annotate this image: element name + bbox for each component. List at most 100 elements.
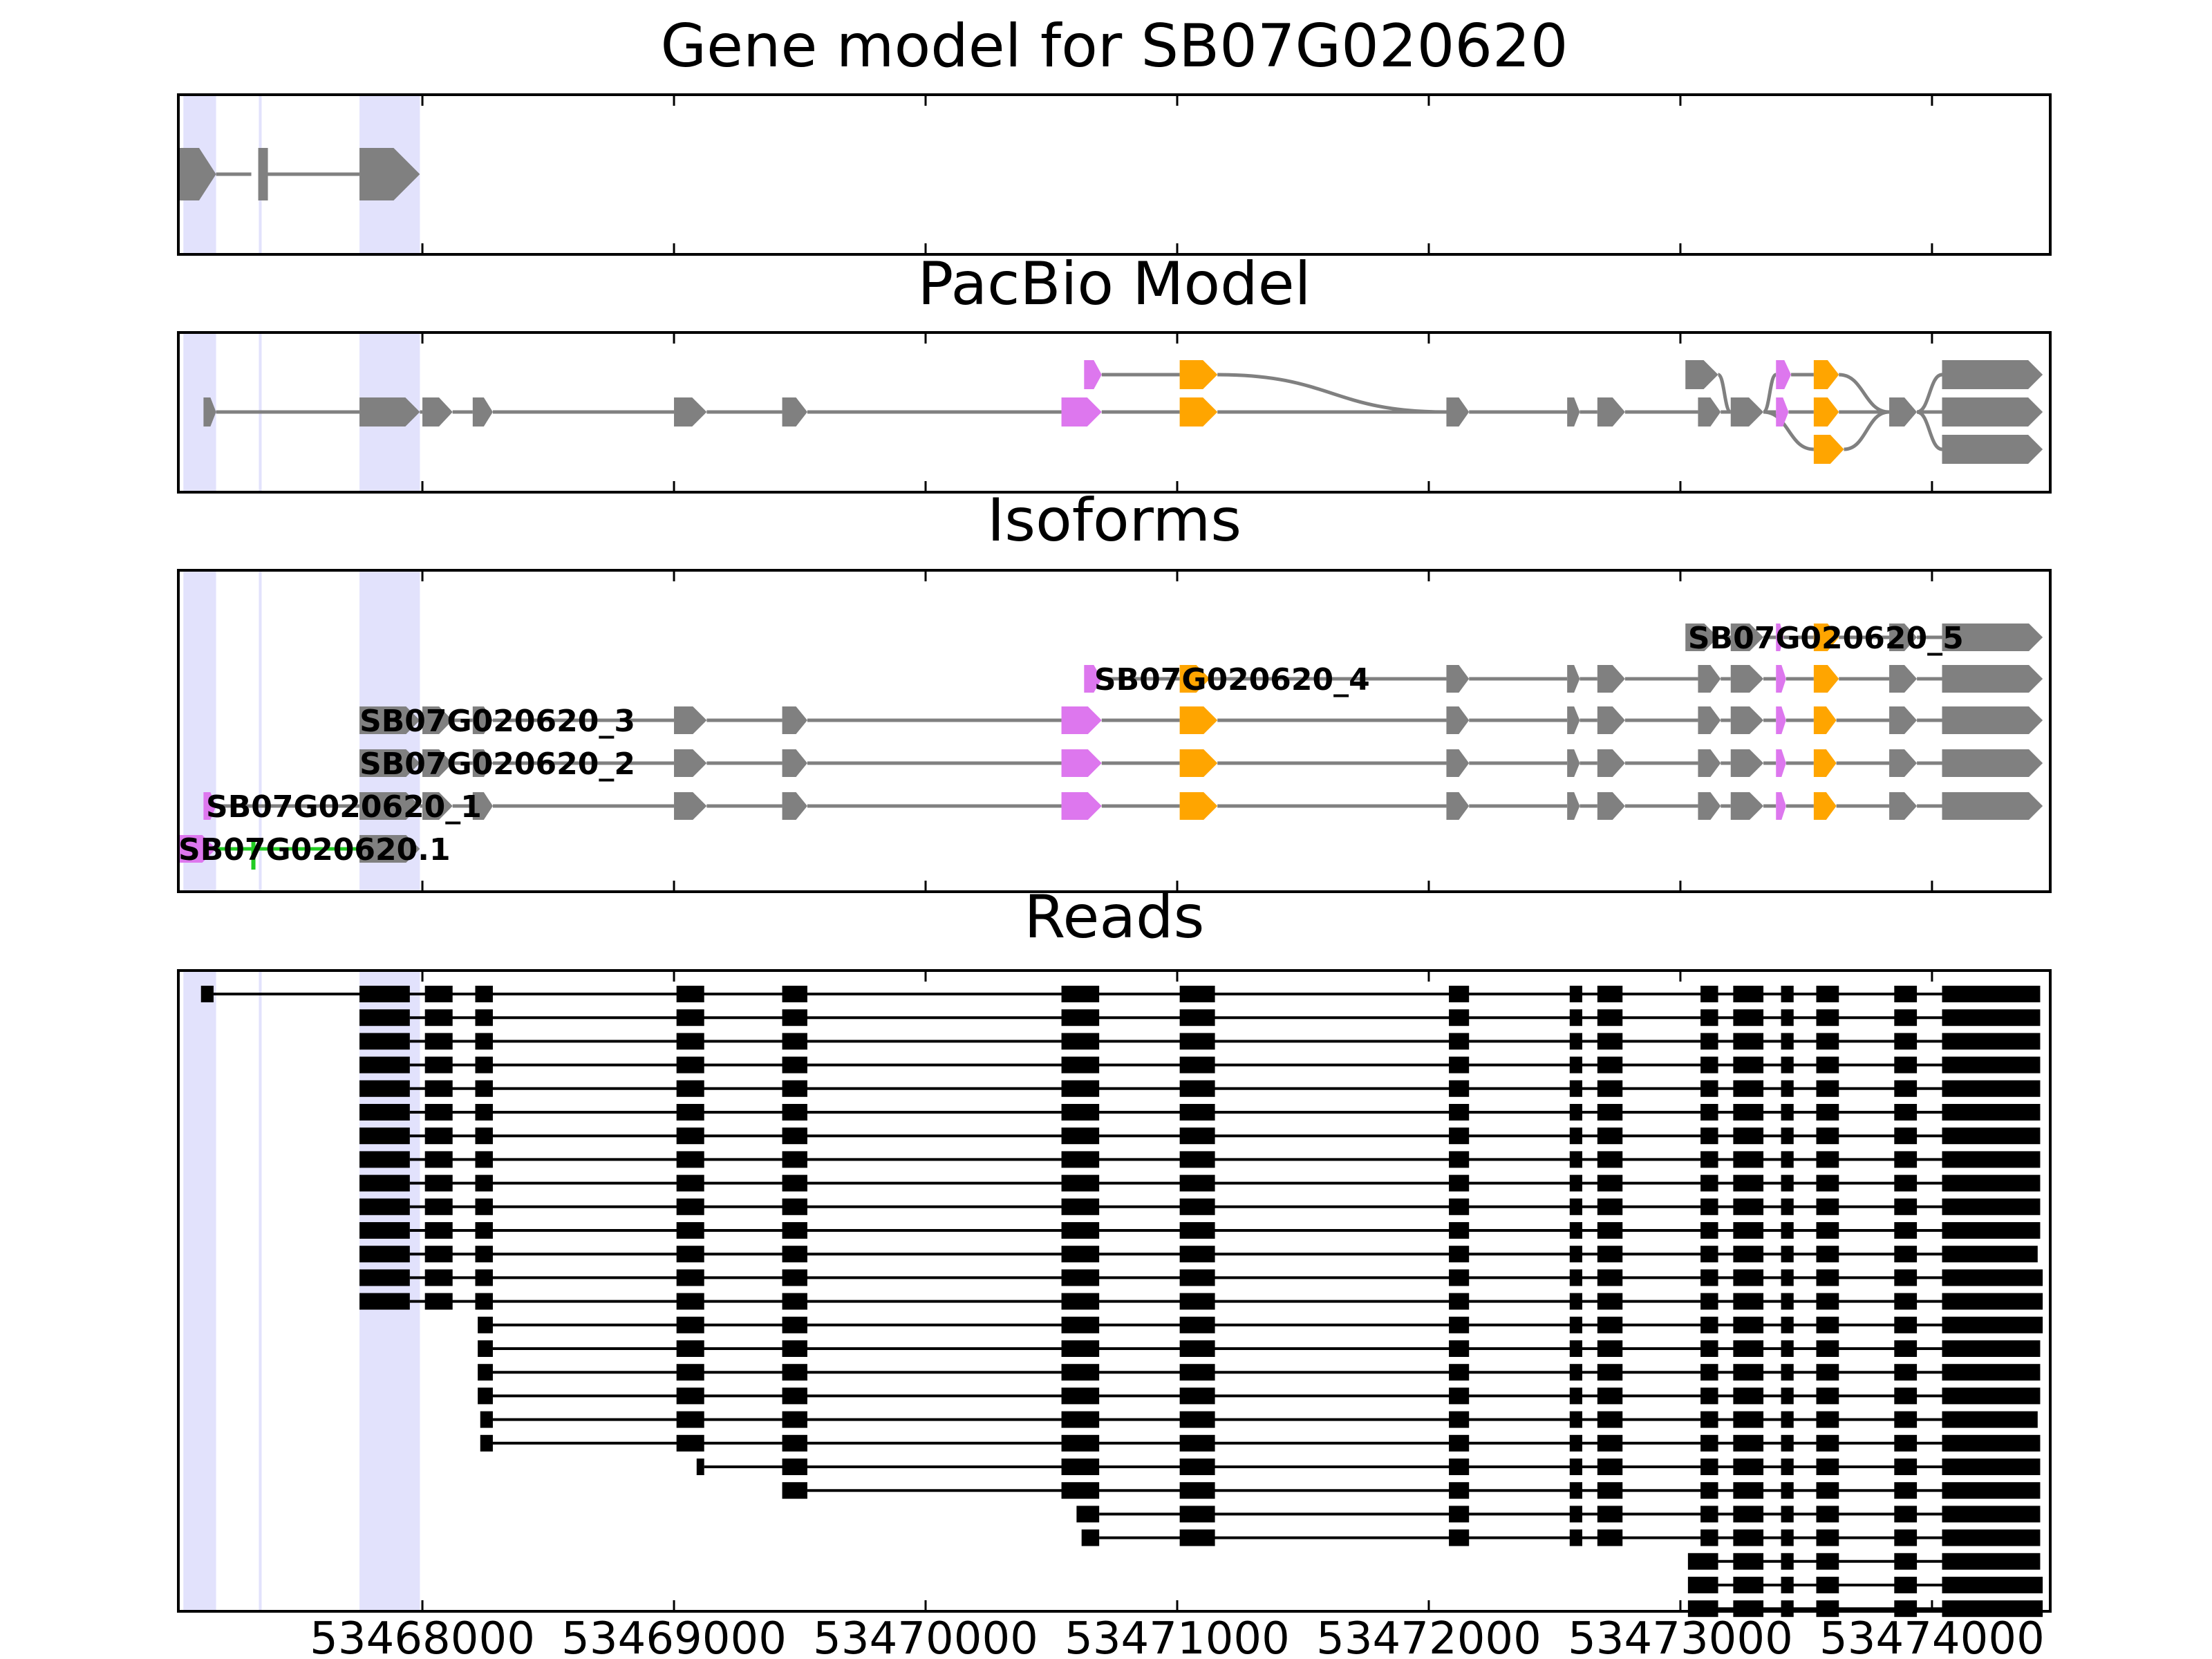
read-block bbox=[1942, 1151, 2041, 1168]
read-block bbox=[1061, 1056, 1100, 1074]
read-block bbox=[676, 1056, 704, 1074]
read-block bbox=[1061, 986, 1100, 1002]
exon bbox=[1813, 792, 1837, 820]
read-block bbox=[424, 1246, 453, 1263]
exon bbox=[359, 835, 420, 863]
read-block bbox=[1449, 1080, 1470, 1097]
exon bbox=[1889, 397, 1918, 427]
read-block bbox=[424, 1198, 453, 1215]
exon bbox=[782, 397, 807, 427]
read-block bbox=[1449, 1340, 1470, 1357]
x-tick-label: 53469000 bbox=[561, 1613, 787, 1659]
exon bbox=[1698, 749, 1721, 777]
exon bbox=[1446, 749, 1470, 777]
exon bbox=[1567, 397, 1580, 427]
read-block bbox=[359, 1174, 410, 1192]
exon bbox=[1567, 749, 1580, 777]
read-block bbox=[1942, 1387, 2041, 1405]
read-block bbox=[1942, 1174, 2041, 1192]
read-block bbox=[1942, 1577, 2043, 1593]
read-block bbox=[1894, 1459, 1918, 1475]
read-block bbox=[1942, 1600, 2043, 1618]
read-block bbox=[359, 1009, 410, 1027]
read-block bbox=[782, 1459, 807, 1475]
read-block bbox=[1179, 1293, 1215, 1310]
read-block bbox=[1894, 1434, 1918, 1452]
read-block bbox=[782, 1316, 807, 1333]
read-block bbox=[1449, 1529, 1470, 1546]
exon bbox=[472, 397, 493, 427]
read-block bbox=[1179, 1127, 1215, 1145]
read-block bbox=[1597, 1411, 1623, 1428]
read-block bbox=[1700, 1174, 1718, 1192]
read-block bbox=[1816, 1127, 1839, 1145]
read-block bbox=[1700, 1340, 1718, 1357]
exon bbox=[1776, 397, 1789, 427]
exon bbox=[1567, 665, 1580, 693]
read-block bbox=[1816, 1056, 1839, 1074]
read-block bbox=[1816, 1222, 1839, 1239]
read-block bbox=[1816, 1198, 1839, 1215]
read-block bbox=[1449, 1293, 1470, 1310]
read-block bbox=[1733, 1269, 1764, 1286]
read-block bbox=[359, 1151, 410, 1168]
exon bbox=[674, 706, 707, 734]
read-block bbox=[782, 1080, 807, 1097]
highlight-band bbox=[259, 971, 262, 1611]
read-block bbox=[1781, 1246, 1794, 1263]
intron-link bbox=[1916, 410, 1943, 451]
read-block bbox=[676, 1364, 704, 1381]
read-block bbox=[1942, 1482, 2041, 1499]
exon bbox=[1730, 397, 1764, 427]
exon bbox=[178, 835, 216, 863]
exon bbox=[359, 397, 420, 427]
read-block bbox=[1687, 1600, 1718, 1618]
read-block bbox=[1894, 1577, 1918, 1593]
read-block bbox=[1700, 1151, 1718, 1168]
read-block bbox=[782, 1387, 807, 1405]
read-block bbox=[1597, 1506, 1623, 1523]
isoform-label: SB07G020620.1 bbox=[178, 832, 451, 868]
read-block bbox=[1733, 1174, 1764, 1192]
read-block bbox=[676, 1269, 704, 1286]
read-block bbox=[1061, 1198, 1100, 1215]
read-block bbox=[676, 1198, 704, 1215]
read-block bbox=[475, 1127, 493, 1145]
read-block bbox=[676, 1246, 704, 1263]
read-block bbox=[1942, 1246, 2038, 1263]
read-block bbox=[1781, 1056, 1794, 1074]
read-block bbox=[1942, 1293, 2043, 1310]
read-block bbox=[1597, 1293, 1623, 1310]
read-block bbox=[782, 1482, 807, 1499]
read-block bbox=[1597, 1482, 1623, 1499]
read-block bbox=[1816, 1364, 1839, 1381]
read-block bbox=[1597, 986, 1623, 1002]
read-block bbox=[1449, 986, 1470, 1002]
read-block bbox=[1700, 1127, 1718, 1145]
exon bbox=[1084, 360, 1102, 389]
read-block bbox=[1449, 1151, 1470, 1168]
read-block bbox=[1061, 1387, 1100, 1405]
read-block bbox=[1894, 1529, 1918, 1546]
exon bbox=[1776, 749, 1786, 777]
read-block bbox=[782, 1104, 807, 1121]
exon bbox=[782, 749, 807, 777]
read-block bbox=[1061, 1246, 1100, 1263]
intron-link bbox=[1763, 410, 1815, 451]
read-block bbox=[676, 1340, 704, 1357]
intron-link bbox=[1717, 373, 1732, 414]
read-block bbox=[782, 1056, 807, 1074]
read-block bbox=[782, 1364, 807, 1381]
read-block bbox=[424, 1293, 453, 1310]
read-block bbox=[1179, 1174, 1215, 1192]
read-block bbox=[1569, 1434, 1582, 1452]
read-block bbox=[1700, 1482, 1718, 1499]
exon bbox=[1776, 360, 1792, 389]
highlight-band bbox=[359, 971, 420, 1611]
read-block bbox=[1816, 1459, 1839, 1475]
read-block bbox=[1061, 1269, 1100, 1286]
read-block bbox=[1894, 1151, 1918, 1168]
read-block bbox=[1894, 1506, 1918, 1523]
read-block bbox=[1597, 1269, 1623, 1286]
read-block bbox=[1781, 1553, 1794, 1570]
